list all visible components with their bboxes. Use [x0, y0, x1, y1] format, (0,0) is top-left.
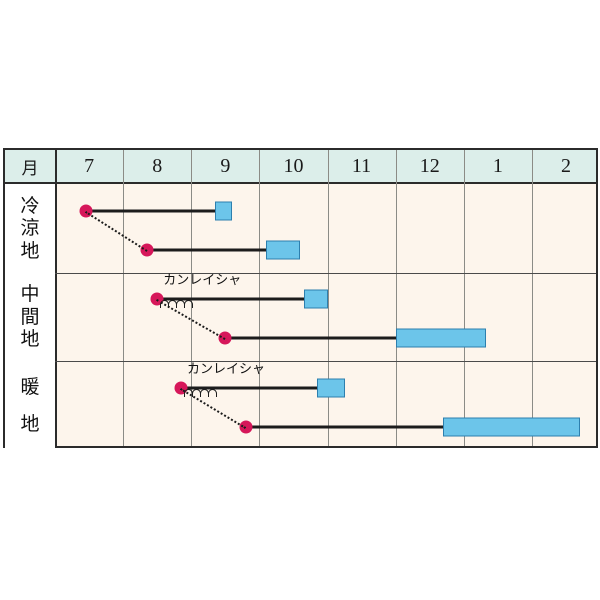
- harvest-period-bar: [266, 240, 301, 260]
- sowing-dot: [218, 331, 232, 345]
- header-month-7: 7: [84, 154, 95, 177]
- tunnel-arc-icon: [168, 300, 178, 309]
- tunnel-arc-icon: [176, 300, 186, 309]
- growing-period-line: [157, 297, 304, 301]
- region-label-char: 地: [20, 412, 40, 435]
- region-label-2: 中間地: [5, 272, 55, 362]
- tunnel-arc-icon: [208, 388, 218, 397]
- region-label-char: 地: [20, 239, 40, 262]
- region-label-char: 中: [20, 283, 40, 306]
- calendar-plot-overlay: カンレイシャカンレイシャ: [5, 150, 596, 446]
- header-month-2: 2: [560, 154, 571, 177]
- succession-connector-line: [84, 210, 147, 252]
- growing-period-line: [181, 386, 318, 390]
- sowing-dot: [239, 420, 253, 434]
- region-label-1: 冷涼地: [5, 184, 55, 273]
- gridline-month-5: [395, 150, 397, 446]
- sowing-dot: [174, 381, 188, 395]
- tunnel-arc-icon: [192, 388, 202, 397]
- header-month-12: 12: [419, 154, 440, 177]
- header-corner-month-label: 月: [21, 158, 39, 179]
- header-month-1: 1: [492, 154, 503, 177]
- header-month-9: 9: [220, 154, 231, 177]
- header-month-10: 10: [283, 154, 304, 177]
- gridline-month-6: [463, 150, 465, 446]
- row-separator: [5, 272, 596, 274]
- region-label-char: 間: [20, 305, 40, 328]
- harvest-period-bar: [395, 328, 487, 348]
- region-label-3: 暖地: [5, 361, 55, 450]
- region-label-char: 涼: [20, 217, 40, 240]
- header-month-11: 11: [351, 154, 372, 177]
- row-separator: [5, 361, 596, 363]
- gridline-month-2: [191, 150, 193, 446]
- region-label-char: 冷: [20, 194, 40, 217]
- sowing-dot: [150, 292, 164, 306]
- growing-period-line: [85, 209, 216, 213]
- region-label-char: 地: [20, 328, 40, 351]
- gridline-month-4: [327, 150, 329, 446]
- growing-period-line: [146, 248, 267, 252]
- growing-period-line: [245, 425, 444, 429]
- harvest-period-bar: [215, 201, 233, 221]
- growing-period-line: [225, 336, 396, 340]
- gridline-month-3: [259, 150, 261, 446]
- shade-cloth-tunnel-icon: [160, 290, 194, 309]
- gridline-label-separator: [55, 150, 57, 446]
- harvest-period-bar: [303, 289, 328, 309]
- shade-cloth-tunnel-icon: [184, 379, 218, 397]
- tunnel-arc-icon: [200, 388, 210, 397]
- harvest-period-bar: [317, 378, 345, 398]
- gridline-month-1: [123, 150, 125, 446]
- sowing-dot: [140, 243, 154, 257]
- header-month-8: 8: [152, 154, 163, 177]
- succession-connector-line: [179, 387, 246, 429]
- region-label-char: 暖: [20, 376, 40, 399]
- tunnel-arc-icon: [160, 300, 170, 309]
- gridline-month-7: [531, 150, 533, 446]
- sowing-dot: [79, 204, 93, 218]
